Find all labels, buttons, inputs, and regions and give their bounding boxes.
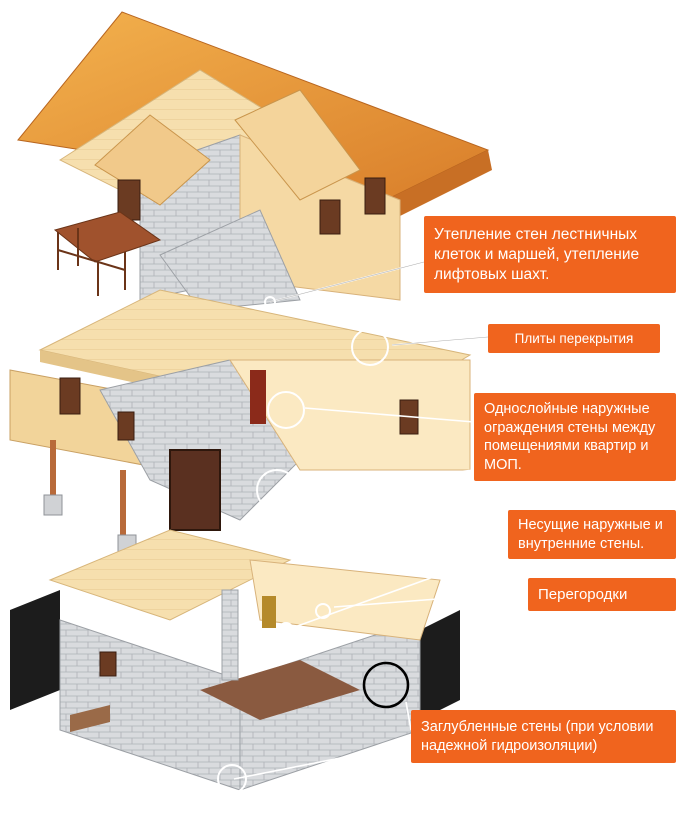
first-floor-window-mid — [117, 411, 135, 441]
upper-window-right — [319, 199, 341, 235]
bay-window — [169, 449, 221, 531]
stair-shaft-wall — [159, 209, 301, 311]
first-floor-columns — [50, 440, 126, 540]
foundation-wall-right — [420, 610, 460, 720]
leader-lines-outline — [269, 261, 489, 346]
dormer-roof-right — [234, 89, 361, 201]
balcony-deck — [53, 211, 162, 263]
balcony-railing — [57, 228, 126, 296]
first-floor-level — [9, 289, 472, 558]
marker-single-layer-wall — [267, 391, 305, 429]
ground-interior — [249, 559, 441, 641]
marker-partition-a — [315, 603, 331, 619]
ground-block-wall-front — [59, 619, 241, 791]
column-footing-left — [43, 494, 63, 516]
ground-pillar — [221, 589, 239, 681]
ground-door — [262, 596, 276, 628]
ground-slab — [48, 529, 292, 621]
callout-partitions: Перегородки — [528, 578, 676, 612]
roof-level — [17, 11, 492, 311]
marker-ground-wall — [217, 764, 247, 794]
callout-buried-walls: Заглубленные стены (при условии надежной… — [411, 710, 676, 764]
first-floor-door — [250, 370, 266, 424]
marker-floor-slab — [351, 328, 389, 366]
ground-floor-brown — [200, 660, 360, 720]
roof-eave — [390, 150, 492, 218]
callout-single-layer-walls: Однослойные наружные ограждения стены ме… — [474, 393, 676, 482]
first-floor-window-left — [59, 377, 81, 415]
upper-window-far — [364, 177, 386, 215]
foundation-wall-left — [10, 590, 60, 710]
marker-partition-b — [278, 622, 294, 638]
callout-markers — [217, 296, 410, 794]
marker-stairwell — [264, 296, 276, 308]
callout-load-bearing-walls: Несущие наружные и внутренние стены. — [508, 510, 676, 560]
callout-floor-slabs: Плиты перекрытия — [488, 324, 660, 354]
marker-buried-wall — [362, 661, 410, 709]
ground-level — [10, 529, 460, 791]
callout-stairwell-insulation: Утепление стен лестничных клеток и марше… — [424, 216, 676, 294]
wooden-base — [70, 705, 110, 732]
marker-block-wall — [256, 469, 298, 511]
ground-window-left — [99, 651, 117, 677]
marker-load-bearing — [373, 544, 391, 562]
